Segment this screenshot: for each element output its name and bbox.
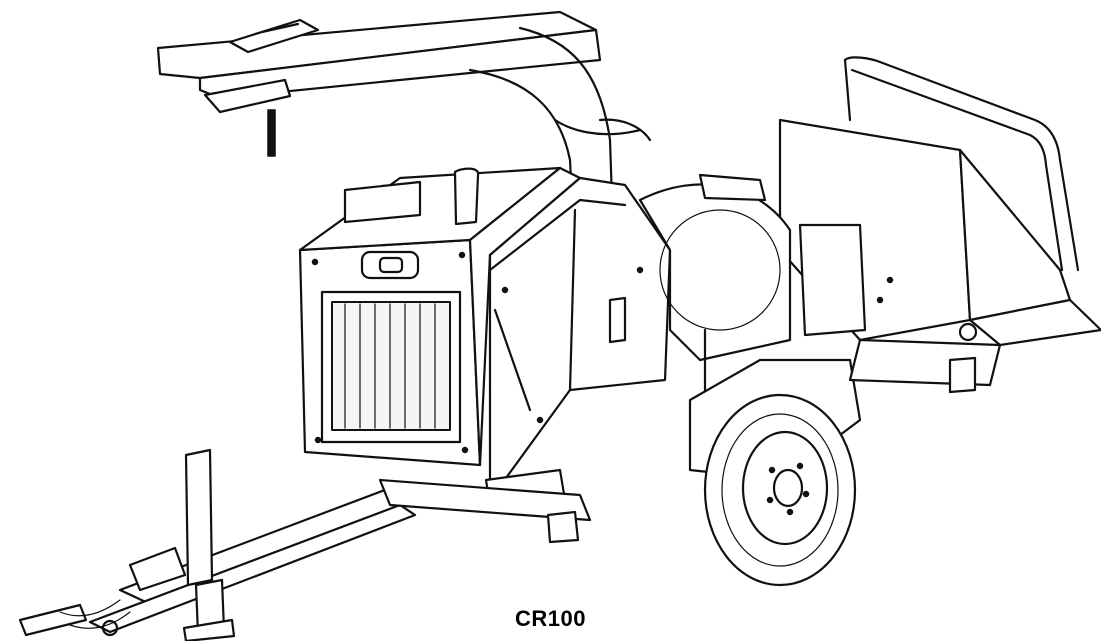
hub — [772, 468, 804, 508]
discharge-chute — [156, 10, 652, 202]
side-hood — [484, 176, 672, 507]
model-caption: CR100 — [515, 606, 586, 631]
feed-control-box — [798, 223, 867, 337]
hydraulic-cylinder — [698, 173, 767, 202]
fastener-details — [311, 251, 894, 454]
chute-deflector — [203, 78, 292, 114]
drain-plug — [546, 510, 580, 544]
exhaust-pipe — [453, 167, 480, 226]
flywheel-assembly — [638, 173, 792, 412]
infeed-hopper — [778, 56, 1101, 347]
tongue-beam — [118, 486, 422, 606]
radiator-grille — [331, 301, 451, 431]
chute-handle — [228, 18, 320, 54]
engine-housing — [298, 166, 582, 467]
air-cleaner-box — [343, 180, 422, 224]
wheel-assembly — [688, 358, 862, 587]
hitch-assembly — [18, 546, 187, 637]
pivot-knob — [958, 322, 978, 342]
tongue-jack — [182, 448, 236, 641]
deflector-lever — [267, 109, 276, 157]
